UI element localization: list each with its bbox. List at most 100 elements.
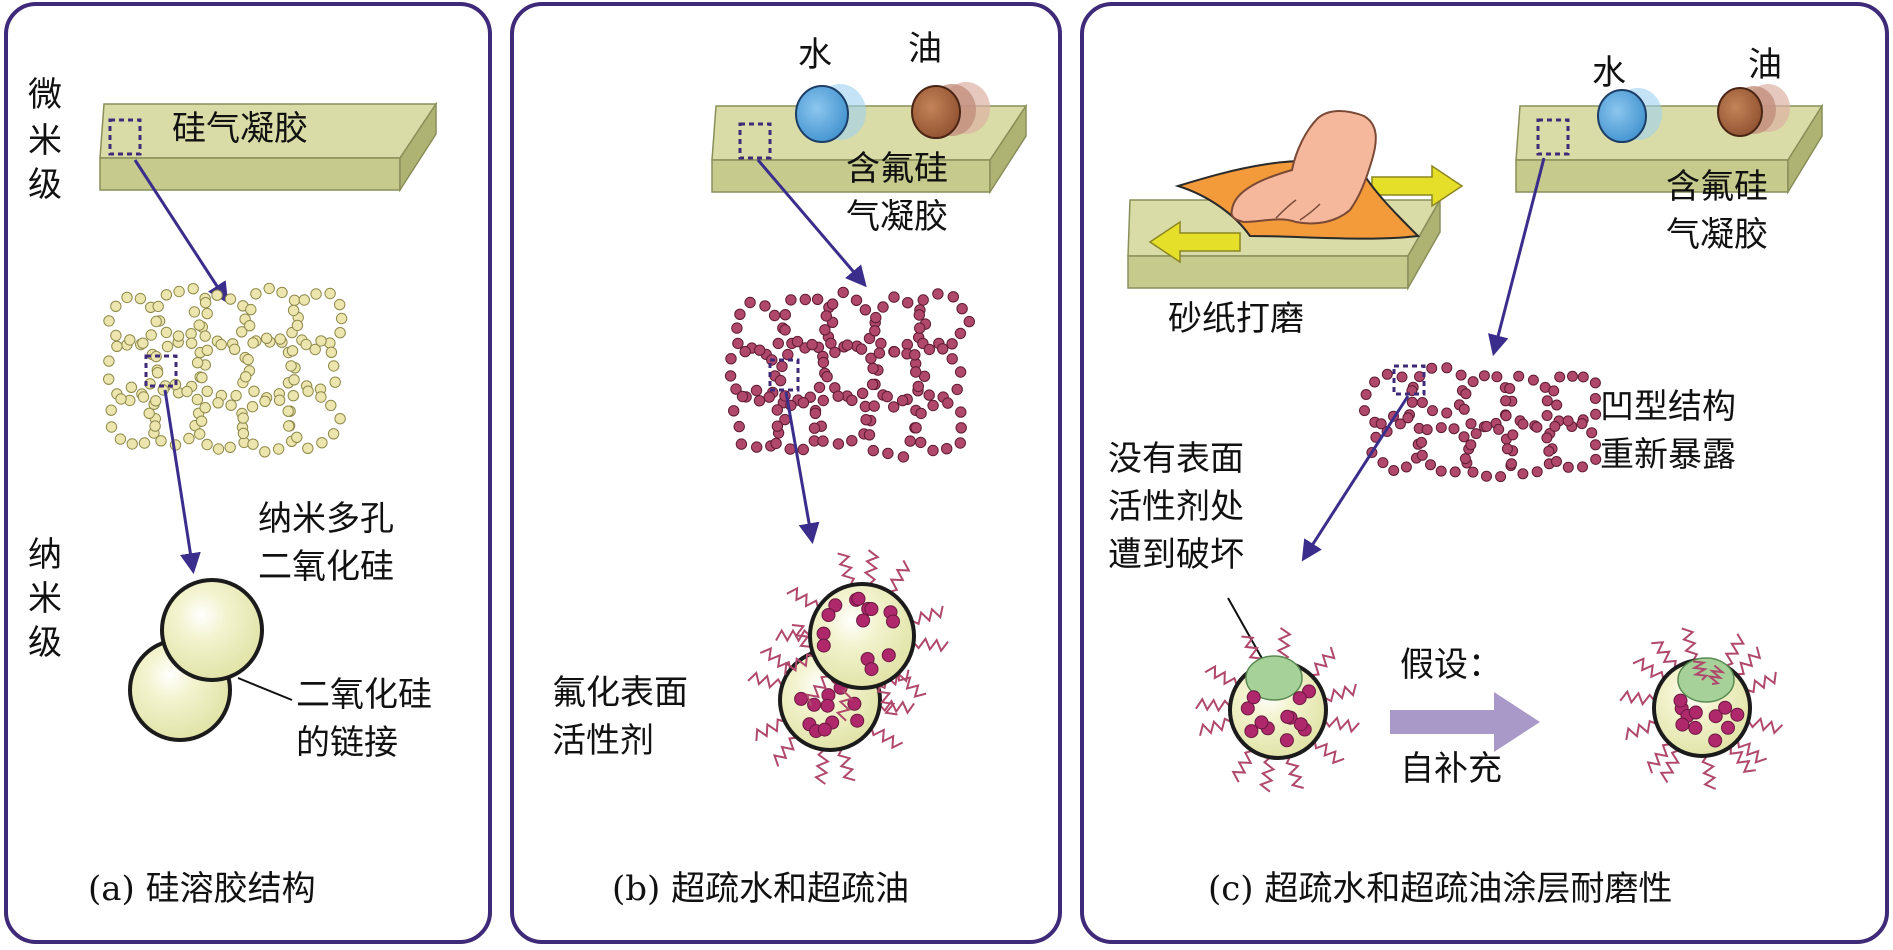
bead xyxy=(856,387,869,399)
caption-c: (c) 超疏水和超疏油涂层耐磨性 xyxy=(1208,869,1672,909)
bead xyxy=(954,327,967,340)
bead xyxy=(1551,456,1562,467)
bead xyxy=(826,298,839,310)
surfactant-chain xyxy=(1736,646,1762,676)
fluoro-dot xyxy=(850,713,865,728)
damaged-patch xyxy=(1245,655,1303,701)
bead xyxy=(1416,436,1427,448)
bead xyxy=(1402,412,1414,424)
surfactant-chain xyxy=(1736,739,1768,764)
bead xyxy=(774,374,787,387)
bead xyxy=(882,447,894,460)
bead xyxy=(260,332,273,344)
surfactant-chain xyxy=(1729,746,1756,773)
bead xyxy=(751,441,763,453)
bead xyxy=(103,373,115,385)
fluoro-dot xyxy=(1708,733,1723,748)
nanoporous-label-line1: 纳米多孔 xyxy=(258,499,394,539)
water-droplet-c xyxy=(1597,88,1662,143)
bead xyxy=(224,441,236,453)
bead xyxy=(1577,461,1588,473)
caption-b: (b) 超疏水和超疏油 xyxy=(612,869,909,909)
surfactant-chain xyxy=(786,586,820,609)
surfactant-chain xyxy=(1745,671,1777,694)
link-leader-line xyxy=(237,677,293,701)
bead xyxy=(1375,418,1387,430)
bead xyxy=(954,437,966,449)
bead xyxy=(328,360,340,372)
fluoro-dot xyxy=(1721,720,1735,735)
bead xyxy=(923,343,936,356)
panel-a: 微 米 级 纳 米 级 硅气凝胶 纳米多孔 二氧化硅 二氧化硅 xyxy=(28,75,438,909)
bead xyxy=(191,357,204,369)
fluoro-dot xyxy=(1254,715,1269,730)
bead xyxy=(300,338,312,351)
bead xyxy=(728,405,740,417)
bead xyxy=(1562,461,1574,473)
fluoro-dot xyxy=(864,662,879,677)
surfactant-label-line1: 氟化表面 xyxy=(552,673,688,713)
surfactant-chain xyxy=(1747,716,1784,735)
fluorinated-spheres xyxy=(747,549,949,785)
bead xyxy=(1459,453,1471,465)
bead xyxy=(1513,370,1525,382)
bead xyxy=(286,345,299,357)
bead xyxy=(199,330,211,342)
nano-char-2: 米 xyxy=(28,579,62,619)
silica-link-label-line1: 二氧化硅 xyxy=(296,675,432,715)
bead xyxy=(225,399,237,411)
bead xyxy=(196,371,208,384)
bead xyxy=(771,420,784,432)
surfactant-chain xyxy=(755,718,786,741)
bead xyxy=(913,309,925,321)
bead xyxy=(837,286,849,299)
bead xyxy=(771,404,783,416)
bead xyxy=(739,345,751,358)
panel-b-frame xyxy=(510,2,1062,944)
bead xyxy=(325,346,338,358)
bead xyxy=(194,428,206,440)
fluoro-dot xyxy=(820,698,835,713)
bead xyxy=(114,433,127,445)
surfactant-chain xyxy=(1701,755,1717,790)
bead xyxy=(334,298,346,311)
replenish-label: 自补充 xyxy=(1400,749,1502,789)
fluoro-aerogel-label-c-line1: 含氟硅 xyxy=(1666,167,1768,207)
bead xyxy=(282,405,294,417)
silica-sphere-upper xyxy=(160,578,264,682)
bead xyxy=(224,293,237,305)
bead xyxy=(753,395,766,407)
bead xyxy=(850,294,863,306)
bead xyxy=(259,446,271,458)
bead xyxy=(820,310,832,322)
bead xyxy=(1541,410,1553,421)
surfactant-chain xyxy=(784,653,815,675)
surfactant-chain xyxy=(897,672,927,699)
bead xyxy=(187,283,199,295)
fluoro-dot xyxy=(864,602,879,616)
bead xyxy=(1495,471,1507,483)
bead xyxy=(1460,388,1472,400)
fluoro-bead-network xyxy=(724,286,975,463)
bead xyxy=(923,389,935,401)
bead xyxy=(310,288,322,300)
bead xyxy=(185,337,198,349)
bead xyxy=(274,333,286,345)
surfactant-chain xyxy=(805,675,830,706)
fluoro-dot xyxy=(1688,720,1703,735)
bead xyxy=(1394,418,1406,430)
bead xyxy=(1549,420,1561,432)
bead xyxy=(731,322,743,334)
bead xyxy=(105,421,118,433)
bead xyxy=(259,395,271,407)
bead xyxy=(1388,465,1400,476)
oil-droplet xyxy=(911,82,990,139)
bead xyxy=(1360,389,1372,400)
bead xyxy=(904,435,916,447)
surfactant-chain xyxy=(1651,641,1677,669)
bead xyxy=(291,431,303,443)
fluoro-dot xyxy=(816,626,831,641)
surfactant-chain xyxy=(1258,756,1276,793)
bead xyxy=(302,442,314,454)
bead xyxy=(195,415,208,427)
